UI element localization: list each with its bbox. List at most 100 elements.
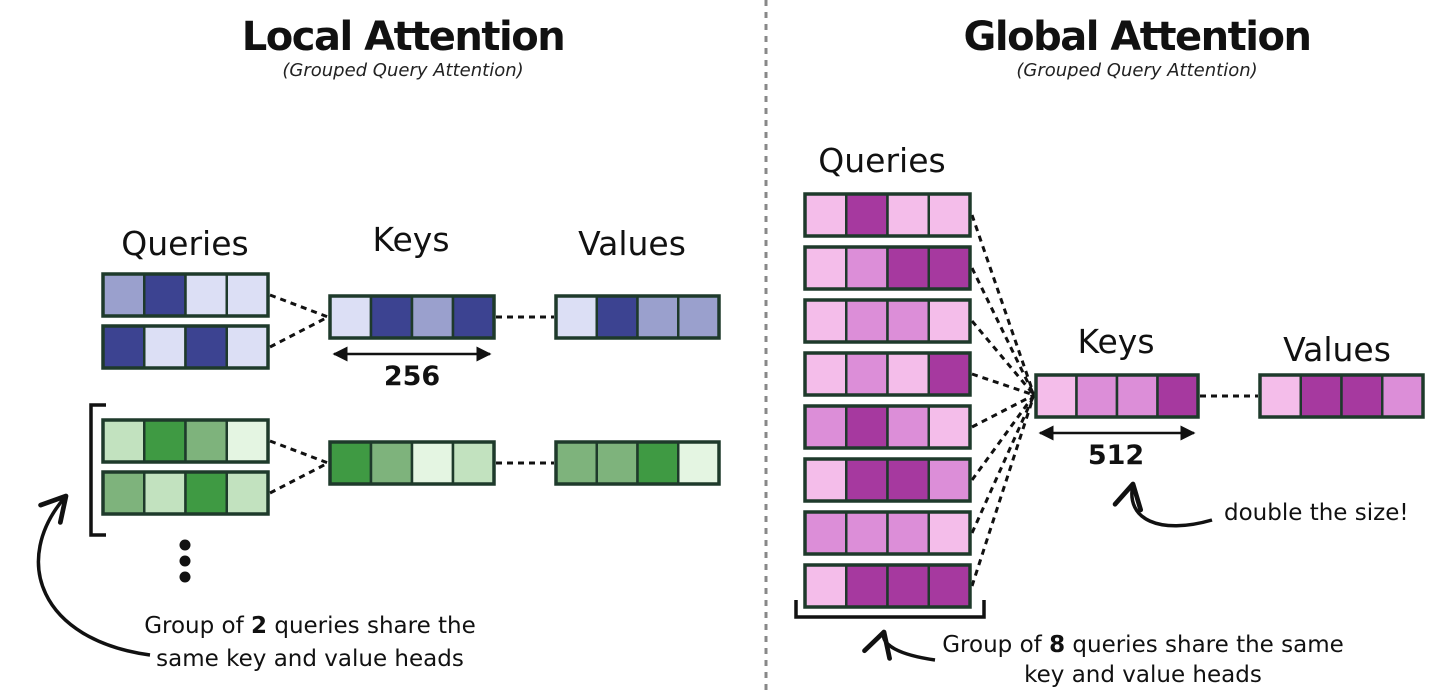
local-attention-title: Local Attention <box>241 14 566 60</box>
global-query-vector-outline <box>803 245 972 291</box>
global-query-vector-cell <box>803 298 848 344</box>
local-query-vector-cell <box>101 272 146 318</box>
global-query-vector <box>803 245 972 291</box>
global-query-vector <box>803 351 972 397</box>
local-key-vector-cell <box>451 294 496 340</box>
local-value-vector-cell <box>677 440 721 486</box>
global-value-vector <box>1258 373 1425 419</box>
global-size-note: double the size! <box>1224 500 1409 526</box>
global-value-vector-cell <box>1340 373 1384 419</box>
local-value-vector-cell <box>554 440 598 486</box>
local-query-vector-cell <box>143 272 187 318</box>
local-query-vector <box>101 272 270 318</box>
global-query-vector <box>803 457 972 503</box>
global-query-connector <box>970 267 1036 396</box>
local-ellipsis-dot <box>179 539 191 551</box>
local-key-size-label: 256 <box>383 361 441 392</box>
local-group-bracket <box>89 403 106 537</box>
local-query-connector <box>269 293 329 319</box>
global-query-connector <box>970 394 1036 534</box>
global-query-vector-cell <box>845 351 889 397</box>
global-query-vector-cell <box>803 457 848 503</box>
local-queries-label: Queries <box>121 224 249 263</box>
global-query-vector <box>803 510 972 556</box>
local-query-vector-cell <box>184 470 228 516</box>
local-query-vector-cell <box>225 272 270 318</box>
local-query-vector-cell <box>101 470 146 516</box>
global-query-vector-cell <box>927 351 972 397</box>
local-query-connector <box>269 461 329 495</box>
global-query-vector-cell <box>886 510 930 556</box>
local-value-vector-cell <box>636 440 680 486</box>
global-query-vector-cell <box>845 245 889 291</box>
local-key-vector-cell <box>451 440 496 486</box>
global-query-vector-cell <box>845 404 889 450</box>
local-key-vector <box>328 294 496 340</box>
local-query-vector-cell <box>184 418 228 464</box>
local-ellipsis-dot <box>179 555 191 567</box>
global-query-vector-cell <box>803 404 848 450</box>
global-key-size-label: 512 <box>1087 440 1145 471</box>
global-query-connector <box>971 393 1035 429</box>
local-value-vector-cell <box>595 294 639 340</box>
local-value-vector-outline <box>554 294 721 340</box>
global-query-vector-cell <box>845 510 889 556</box>
local-curved-arrow <box>36 493 151 657</box>
local-query-vector-cell <box>225 470 270 516</box>
global-value-vector-cell <box>1299 373 1343 419</box>
local-query-vector <box>101 324 270 370</box>
local-key-vector-cell <box>328 294 373 340</box>
local-query-vector-cell <box>225 418 270 464</box>
local-query-vector-cell <box>143 418 187 464</box>
local-query-vector-cell <box>101 418 146 464</box>
local-query-vector-outline <box>101 272 270 318</box>
global-group-bracket <box>794 600 986 619</box>
local-query-vector-cell <box>184 272 228 318</box>
local-key-vector-cell <box>369 294 414 340</box>
global-group-note: Group of 8 queries share the same key an… <box>942 632 1344 688</box>
global-query-vector-cell <box>927 245 972 291</box>
local-value-vector-outline <box>554 440 721 486</box>
local-query-vector-outline <box>101 418 270 464</box>
global-query-vector-outline <box>803 192 972 238</box>
global-query-vector-cell <box>803 563 848 609</box>
local-query-vector <box>101 418 270 464</box>
local-query-vector-cell <box>225 324 270 370</box>
global-query-vector-cell <box>927 192 972 238</box>
local-query-vector-outline <box>101 324 270 370</box>
global-query-vector-cell <box>927 510 972 556</box>
global-query-vector-cell <box>845 192 889 238</box>
global-query-vector-cell <box>803 351 848 397</box>
global-query-vector-cell <box>886 351 930 397</box>
global-size-curved-arrow <box>1112 481 1213 528</box>
global-query-vector-cell <box>886 192 930 238</box>
global-query-connector <box>970 320 1036 396</box>
local-query-connector <box>269 315 329 349</box>
global-query-vector-cell <box>845 457 889 503</box>
global-query-vector-cell <box>803 245 848 291</box>
global-query-vector-outline <box>803 298 972 344</box>
local-key-vector-outline <box>328 294 496 340</box>
global-query-vector <box>803 563 972 609</box>
global-key-vector-cell <box>1075 373 1119 419</box>
local-group-note: Group of 2 queries share the same key an… <box>144 613 476 673</box>
local-key-vector-cell <box>328 440 373 486</box>
local-value-vector <box>554 440 721 486</box>
local-query-vector-cell <box>101 324 146 370</box>
local-key-vector-cell <box>369 440 414 486</box>
global-group-curved-arrow <box>862 629 936 662</box>
local-keys-label: Keys <box>372 220 450 259</box>
local-key-vector <box>328 440 496 486</box>
local-values-label: Values <box>578 224 686 263</box>
global-query-vector-cell <box>886 245 930 291</box>
global-query-vector-cell <box>927 404 972 450</box>
global-query-vector-cell <box>886 404 930 450</box>
global-query-vector-cell <box>927 298 972 344</box>
local-query-vector-cell <box>143 324 187 370</box>
global-query-vector-cell <box>927 563 972 609</box>
global-query-connector <box>970 214 1036 396</box>
local-ellipsis-dot <box>179 571 191 583</box>
global-query-vector-cell <box>886 563 930 609</box>
global-query-vector-outline <box>803 563 972 609</box>
